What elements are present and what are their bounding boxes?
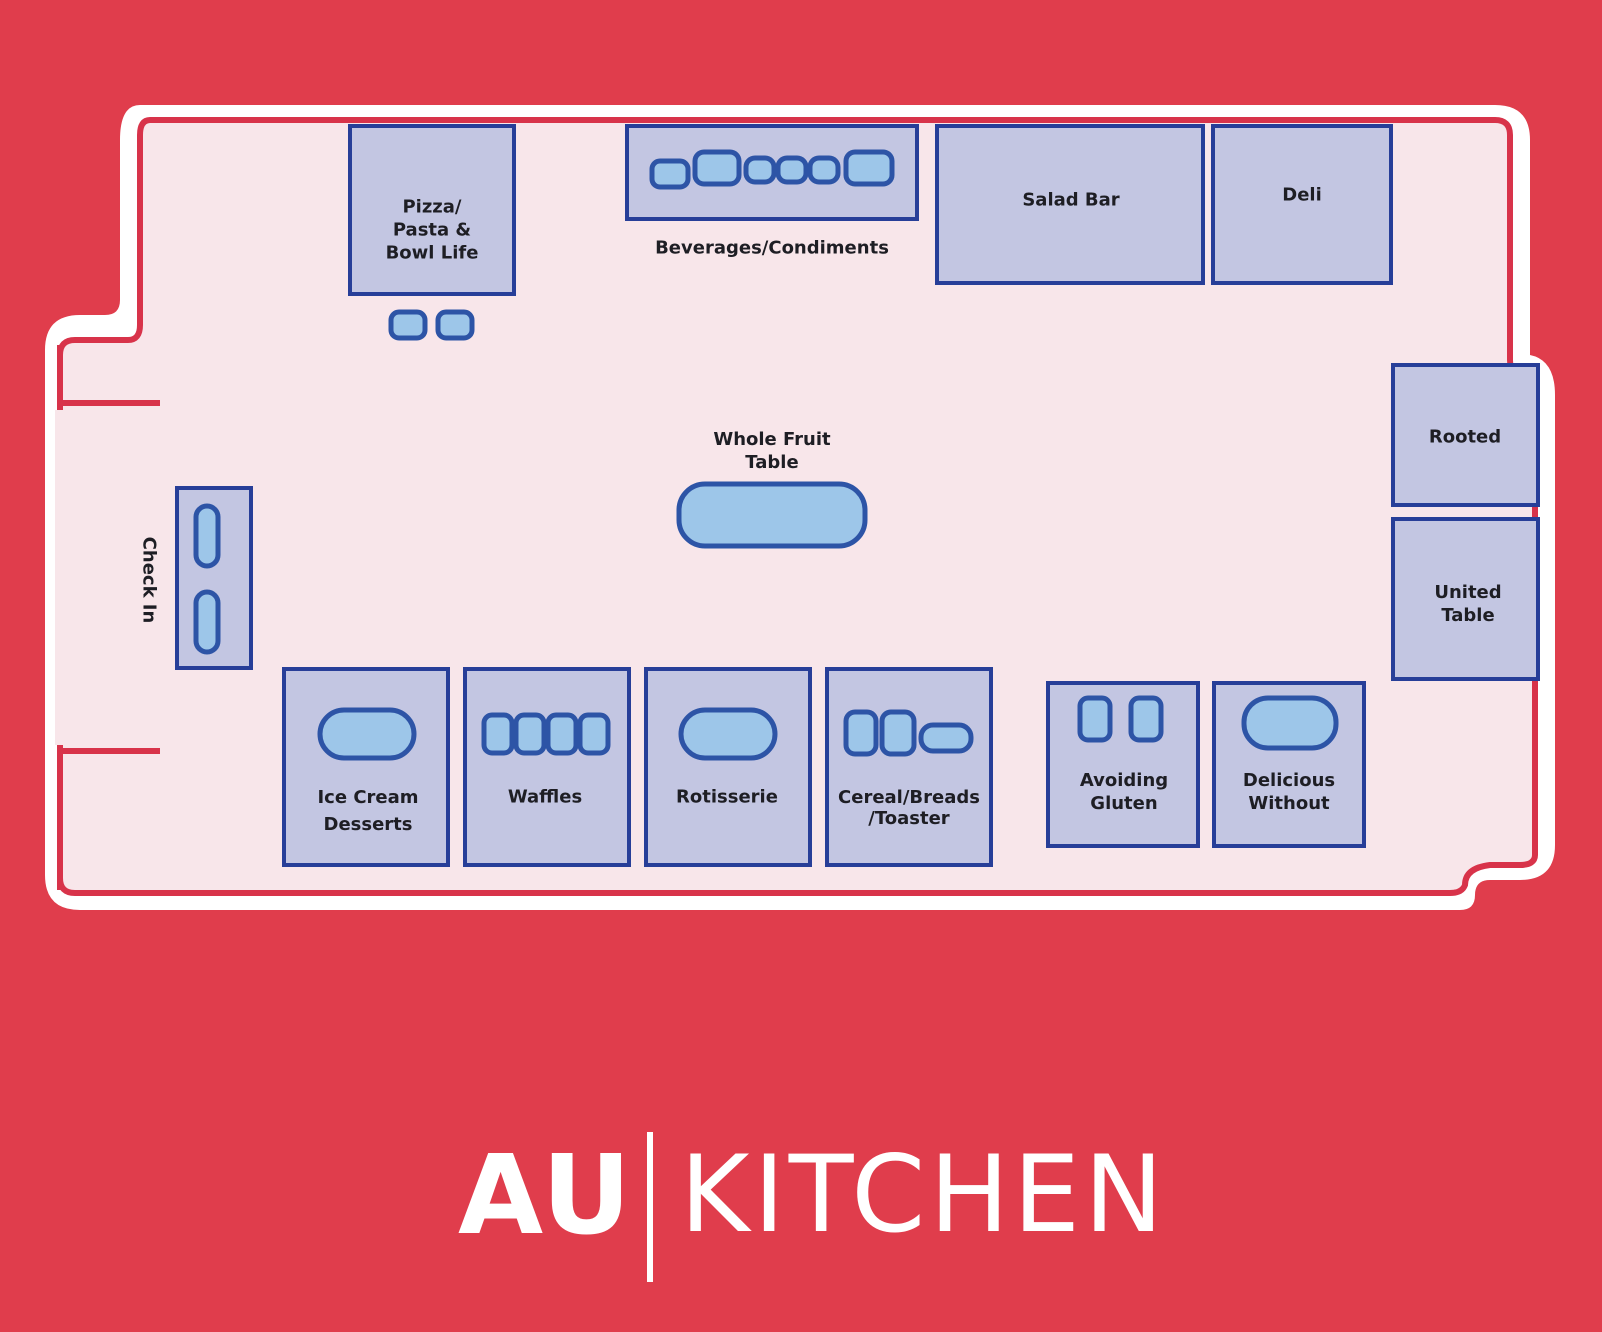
station-ice-cream-label: Ice Cream Desserts bbox=[317, 787, 419, 835]
station-united-table-label: United Table bbox=[1434, 582, 1502, 626]
station-rooted-label: Rooted bbox=[1428, 426, 1502, 448]
station-ice-cream[interactable] bbox=[282, 667, 450, 867]
station-cereal-label: Cereal/Breads /Toaster bbox=[838, 787, 980, 829]
delicious-without-fixture bbox=[1241, 695, 1339, 751]
check-in-counter-2 bbox=[193, 589, 221, 655]
station-pizza[interactable] bbox=[348, 124, 516, 296]
toaster bbox=[918, 722, 974, 754]
brand-divider bbox=[647, 1132, 653, 1282]
cereal-dispenser-1 bbox=[843, 709, 879, 757]
cereal-dispenser-2 bbox=[879, 709, 917, 757]
pizza-fixture-2 bbox=[435, 309, 475, 341]
station-pizza-label: Pizza/ Pasta & Bowl Life bbox=[385, 196, 479, 264]
station-avoiding-gluten[interactable] bbox=[1046, 681, 1200, 848]
station-salad-bar[interactable] bbox=[935, 124, 1205, 285]
station-waffles-label: Waffles bbox=[507, 786, 583, 808]
beverage-fixture-1 bbox=[649, 158, 691, 190]
station-rotisserie-label: Rotisserie bbox=[676, 786, 778, 808]
gluten-free-fixture-1 bbox=[1077, 695, 1113, 743]
station-united-table[interactable] bbox=[1391, 517, 1540, 681]
station-deli[interactable] bbox=[1211, 124, 1393, 285]
station-check-in-label: Check In bbox=[138, 536, 160, 624]
beverage-fixture-2 bbox=[692, 149, 742, 187]
waffle-iron-3 bbox=[545, 712, 579, 756]
beverage-fixture-4 bbox=[775, 155, 809, 185]
pizza-fixture-1 bbox=[388, 309, 428, 341]
station-rooted[interactable] bbox=[1391, 363, 1540, 507]
station-deli-label: Deli bbox=[1282, 184, 1322, 206]
whole-fruit-table[interactable] bbox=[676, 481, 868, 549]
station-rotisserie[interactable] bbox=[644, 667, 812, 867]
station-delicious-without-label: Delicious Without bbox=[1242, 770, 1336, 814]
waffle-iron-2 bbox=[513, 712, 547, 756]
rotisserie-fixture bbox=[678, 707, 778, 761]
whole-fruit-table-label: Whole Fruit Table bbox=[713, 429, 831, 473]
gluten-free-fixture-2 bbox=[1128, 695, 1164, 743]
check-in-counter-1 bbox=[193, 503, 221, 569]
station-beverages-label: Beverages/Condiments bbox=[655, 237, 889, 259]
brand-logo: AU KITCHEN bbox=[0, 1131, 1602, 1290]
waffle-iron-1 bbox=[481, 712, 515, 756]
brand-au: AU bbox=[458, 1131, 634, 1259]
beverage-fixture-5 bbox=[807, 155, 841, 185]
station-salad-bar-label: Salad Bar bbox=[1022, 189, 1120, 211]
beverage-fixture-3 bbox=[743, 155, 777, 185]
waffle-iron-4 bbox=[577, 712, 611, 756]
station-waffles[interactable] bbox=[463, 667, 631, 867]
ice-cream-fixture bbox=[317, 707, 417, 761]
station-cereal[interactable] bbox=[825, 667, 993, 867]
entrance-opening bbox=[55, 410, 67, 745]
brand-kitchen: KITCHEN bbox=[680, 1133, 1168, 1256]
station-avoiding-gluten-label: Avoiding Gluten bbox=[1079, 770, 1169, 814]
beverage-fixture-6 bbox=[843, 149, 895, 187]
